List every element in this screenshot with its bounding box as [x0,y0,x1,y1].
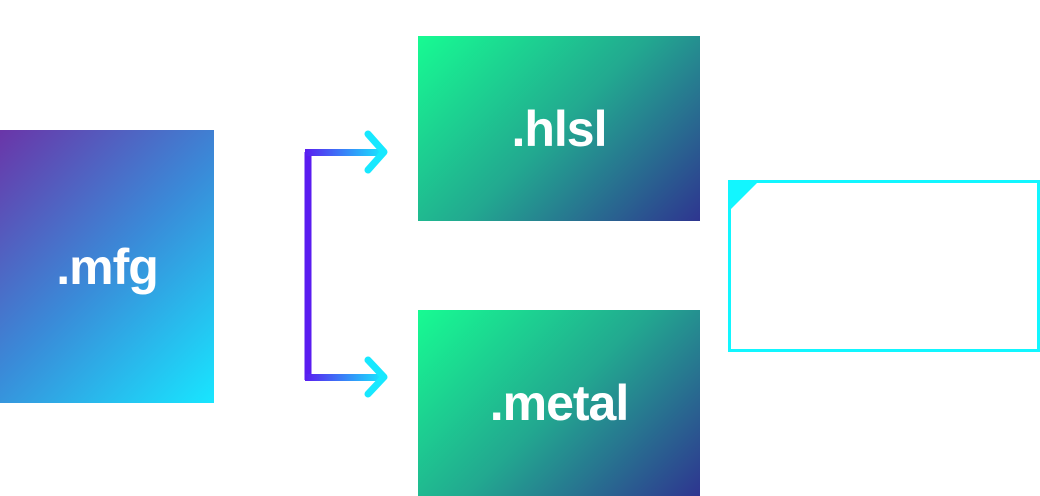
hlsl-label: .hlsl [511,100,607,157]
source-label: .mfg [56,238,159,295]
metal-label: .metal [489,375,630,431]
arrow-arm-bottom [305,374,383,381]
arrowhead-bottom-icon [364,356,388,398]
arrow-arm-top [305,149,383,156]
hlsl-node: .hlsl [418,36,700,221]
arrowhead-top-icon [364,130,388,174]
source-node: .mfg [0,130,214,403]
metal-node: .metal [418,310,700,496]
corner-fold-icon [731,183,757,209]
note-box [728,180,1040,352]
